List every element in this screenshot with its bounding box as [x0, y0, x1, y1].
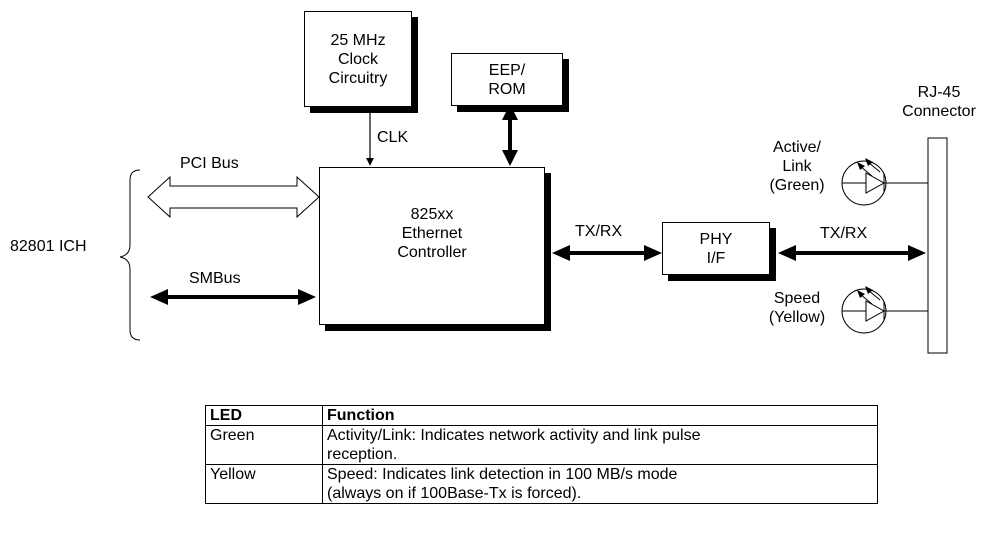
- table-header-row: LED Function: [205, 405, 878, 426]
- table-header-led: LED: [205, 405, 323, 426]
- rj45-line-2: Connector: [902, 103, 976, 120]
- rj45-line-1: RJ-45: [917, 84, 961, 101]
- led-active-label: Active/ Link (Green): [752, 138, 842, 195]
- eeprom-controller-arrow: [502, 104, 518, 166]
- phy-line-1: PHY: [699, 230, 733, 248]
- ich-brace: [119, 169, 141, 341]
- clock-circuitry-block: 25 MHz Clock Circuitry: [304, 11, 412, 107]
- table-cell-function: Activity/Link: Indicates network activit…: [322, 425, 878, 465]
- smbus-arrow: [150, 289, 316, 305]
- rj45-label: RJ-45 Connector: [890, 83, 987, 121]
- function-line-2: (always on if 100Base-Tx is forced).: [327, 485, 582, 502]
- led-active-link-icon: [841, 158, 928, 206]
- clock-line-1: 25 MHz: [330, 31, 386, 49]
- ich-label: 82801 ICH: [10, 238, 87, 255]
- table-row: Green Activity/Link: Indicates network a…: [205, 425, 878, 465]
- table-header-function: Function: [322, 405, 878, 426]
- smbus-label: SMBus: [189, 270, 241, 287]
- phy-line-2: I/F: [706, 249, 726, 267]
- function-line-1: Speed: Indicates link detection in 100 M…: [327, 466, 678, 483]
- led-function-table: LED Function Green Activity/Link: Indica…: [205, 405, 878, 504]
- table-cell-function: Speed: Indicates link detection in 100 M…: [322, 464, 878, 504]
- led-active-line-3: (Green): [769, 177, 825, 194]
- ethernet-controller-block: 825xx Ethernet Controller: [319, 167, 545, 325]
- clk-label: CLK: [377, 129, 409, 146]
- phy-if-block: PHY I/F: [662, 222, 770, 275]
- controller-line-2: Ethernet: [401, 225, 463, 242]
- table-row: Yellow Speed: Indicates link detection i…: [205, 464, 878, 504]
- controller-line-3: Controller: [397, 244, 467, 261]
- controller-line-1: 825xx: [410, 206, 454, 223]
- pci-bus-label: PCI Bus: [180, 155, 239, 172]
- clock-line-3: Circuitry: [328, 69, 388, 87]
- eeprom-line-2: ROM: [488, 80, 526, 98]
- led-speed-icon: [841, 286, 928, 334]
- led-active-line-1: Active/: [772, 139, 821, 156]
- eeprom-line-1: EEP/: [488, 61, 526, 79]
- led-speed-line-2: (Yellow): [768, 309, 826, 326]
- txrx-left-label: TX/RX: [575, 223, 623, 240]
- eeprom-block: EEP/ ROM: [451, 53, 563, 106]
- rj45-connector-bar: [927, 137, 948, 354]
- clock-line-2: Clock: [337, 50, 378, 68]
- led-speed-line-1: Speed: [773, 290, 821, 307]
- table-cell-led: Green: [205, 425, 323, 465]
- led-active-line-2: Link: [782, 158, 812, 175]
- function-line-2: reception.: [327, 446, 398, 463]
- led-speed-label: Speed (Yellow): [752, 289, 842, 327]
- txrx-right-label: TX/RX: [820, 225, 868, 242]
- pci-bus-arrow: [147, 175, 320, 219]
- function-line-1: Activity/Link: Indicates network activit…: [327, 427, 701, 444]
- table-cell-led: Yellow: [205, 464, 323, 504]
- txrx-phy-rj45-arrow: [778, 245, 926, 261]
- txrx-controller-phy-arrow: [552, 245, 662, 261]
